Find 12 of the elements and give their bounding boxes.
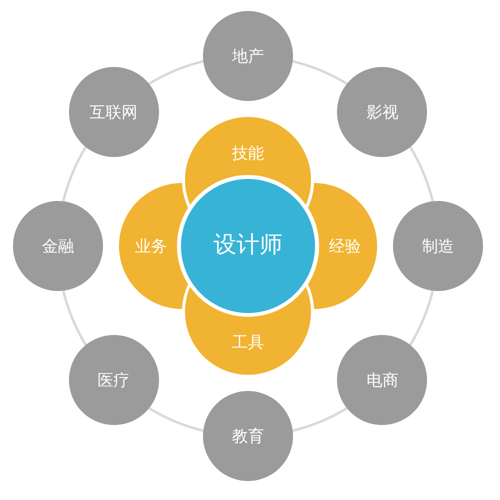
ring-arc: [292, 60, 348, 85]
ring-arc: [409, 146, 434, 202]
ring-arc: [148, 407, 204, 432]
ring-arc: [62, 290, 87, 346]
skill-petal: 技能: [185, 117, 311, 205]
skill-petal: 业务: [119, 183, 188, 309]
ring-arc: [62, 146, 87, 202]
ring-arc: [409, 290, 434, 346]
ring-arc: [292, 407, 348, 432]
skill-petal: 工具: [185, 287, 311, 375]
skill-petal: 经验: [308, 183, 377, 309]
ring-arc: [148, 60, 204, 85]
